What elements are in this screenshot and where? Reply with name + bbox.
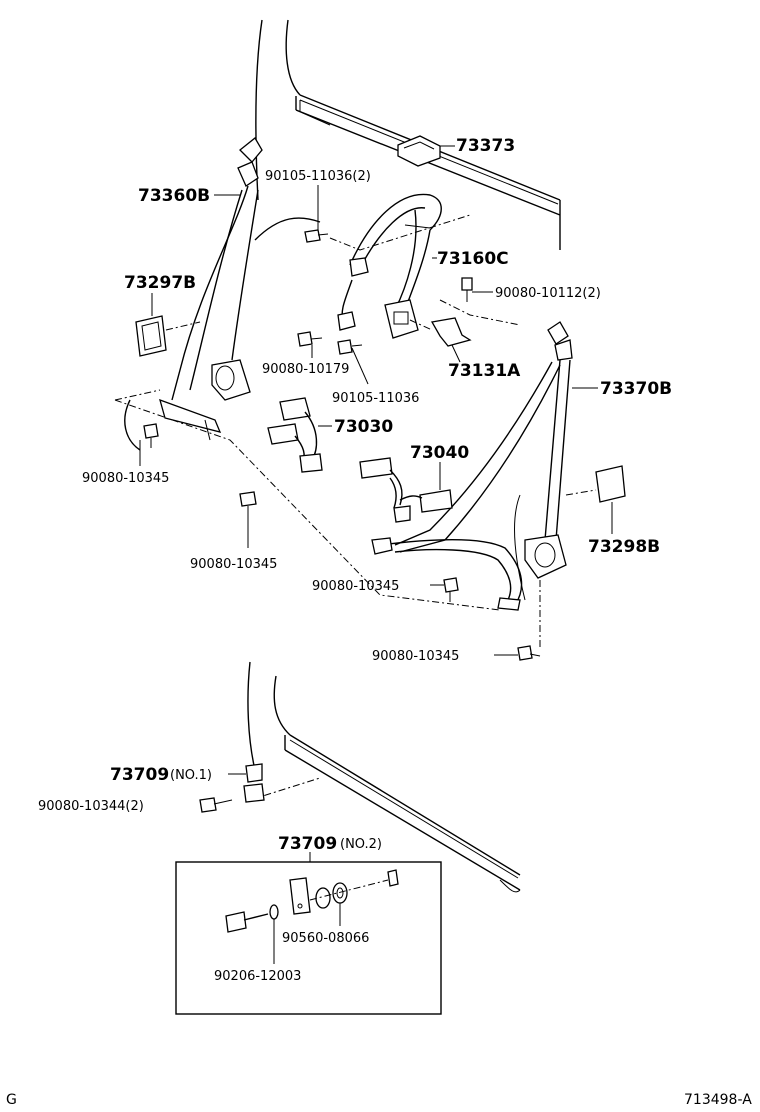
footer-left-code: G — [6, 1092, 17, 1108]
part-73160C-center-belt — [329, 193, 471, 339]
label-90080-10345-right: 90080-10345 — [312, 579, 399, 594]
part-73298B-cover — [565, 465, 626, 534]
bolt-90080-10345-left — [139, 423, 159, 466]
kit-box-73709-no2 — [175, 861, 442, 1015]
label-90080-10179: 90080-10179 — [262, 362, 349, 377]
label-73040: 73040 — [410, 443, 469, 463]
bolt-90080-10345-right — [430, 577, 459, 602]
label-73373: 73373 — [456, 136, 515, 156]
label-73298B: 73298B — [588, 537, 660, 557]
label-90080-10344-2: 90080-10344(2) — [38, 799, 144, 814]
label-90080-10345-center: 90080-10345 — [190, 557, 277, 572]
part-73709-no1-bracket — [228, 763, 265, 803]
part-73030-buckle — [267, 397, 332, 473]
part-73373-cover — [397, 135, 455, 167]
part-73360B-belt — [159, 137, 263, 441]
bolt-90080-10344-pair — [199, 797, 233, 813]
label-90080-10345-left: 90080-10345 — [82, 471, 169, 486]
part-73370B-belt — [371, 321, 598, 611]
bolt-90080-10345-bottom — [494, 580, 541, 661]
part-73040-buckle — [359, 457, 453, 523]
label-73131A: 73131A — [448, 361, 521, 381]
kit-73709-no2-parts — [225, 869, 399, 964]
label-90080-10112-2: 90080-10112(2) — [495, 286, 601, 301]
part-73131A-bracket — [409, 317, 472, 363]
label-73709-no1: 73709 — [110, 765, 169, 785]
footer-illustration-number: 713498-A — [684, 1092, 752, 1108]
bolt-90105-11036 — [337, 339, 369, 385]
label-73030: 73030 — [334, 417, 393, 437]
label-73709-no1-note: (NO.1) — [170, 768, 212, 783]
label-90206-12003: 90206-12003 — [214, 969, 301, 984]
label-73297B: 73297B — [124, 273, 196, 293]
label-90560-08066: 90560-08066 — [282, 931, 369, 946]
label-90080-10345-bottom: 90080-10345 — [372, 649, 459, 664]
label-73709-no2-note: (NO.2) — [340, 837, 382, 852]
label-90105-11036-2: 90105-11036(2) — [265, 169, 371, 184]
label-73160C: 73160C — [437, 249, 509, 269]
bolt-90080-10345-center — [239, 491, 257, 548]
label-90105-11036: 90105-11036 — [332, 391, 419, 406]
bolt-90080-10112-pair — [439, 277, 521, 326]
label-73360B: 73360B — [138, 186, 210, 206]
bolt-90080-10179 — [297, 331, 323, 358]
label-73370B: 73370B — [600, 379, 672, 399]
part-73297B-cover — [135, 293, 201, 357]
bolt-90105-11036-pair — [304, 185, 329, 243]
lower-body-panel — [247, 661, 521, 893]
label-73709-no2: 73709 — [278, 834, 337, 854]
